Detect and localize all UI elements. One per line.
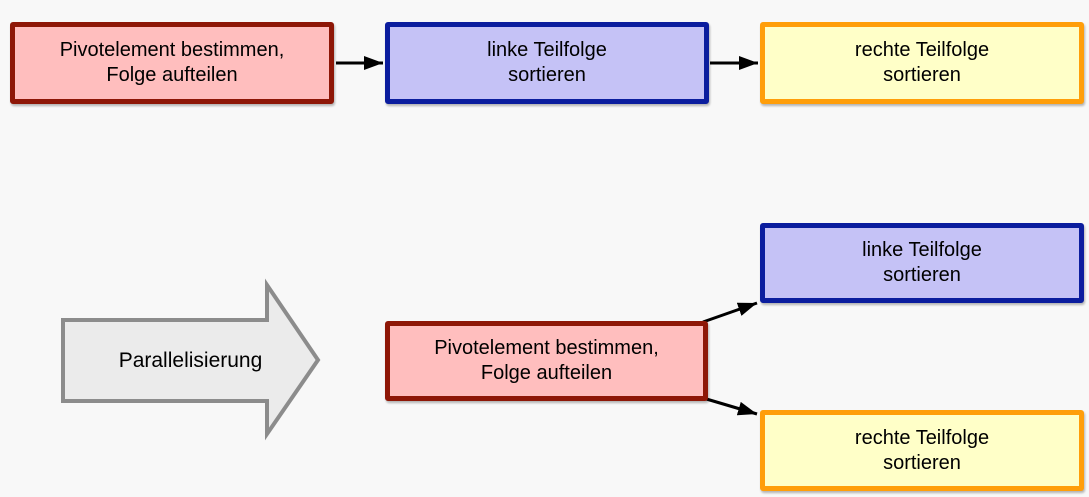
node-par-right-label: rechte Teilfolge sortieren: [854, 426, 990, 474]
node-par-left-subsequence: linke Teilfolge sortieren: [760, 223, 1084, 303]
node-seq-pivot-label: Pivotelement bestimmen, Folge aufteilen: [59, 39, 285, 86]
node-seq-right-label: rechte Teilfolge sortieren: [854, 39, 990, 86]
node-seq-right-subsequence: rechte Teilfolge sortieren: [760, 22, 1084, 104]
node-par-left-label: linke Teilfolge sortieren: [862, 239, 982, 286]
node-seq-pivot: Pivotelement bestimmen, Folge aufteilen: [10, 22, 334, 104]
node-par-right-subsequence: rechte Teilfolge sortieren: [760, 410, 1084, 491]
node-seq-left-label: linke Teilfolge sortieren: [487, 39, 607, 86]
arrow-par-pivot-to-left: [702, 301, 758, 324]
node-seq-left-subsequence: linke Teilfolge sortieren: [385, 22, 709, 104]
node-par-pivot: Pivotelement bestimmen, Folge aufteilen: [385, 321, 708, 401]
arrow-par-pivot-to-right: [702, 396, 758, 416]
parallelisierung-label: Parallelisierung: [118, 348, 263, 372]
node-par-pivot-label: Pivotelement bestimmen, Folge aufteilen: [434, 337, 659, 384]
